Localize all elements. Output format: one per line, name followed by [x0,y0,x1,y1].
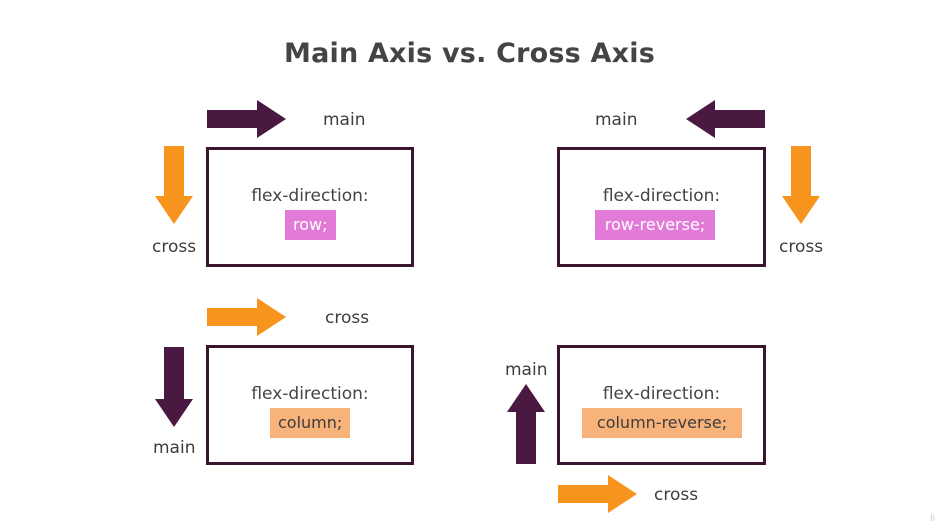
main-axis-arrow-left-icon [686,100,765,138]
main-axis-label: main [153,438,196,458]
watermark: li [929,514,935,524]
flex-direction-value: column-reverse; [582,408,742,438]
slide-title: Main Axis vs. Cross Axis [284,38,655,69]
main-axis-label: main [595,110,638,130]
flex-direction-label: flex-direction: [602,384,721,404]
cross-axis-arrow-down-icon [155,146,193,224]
flex-direction-label: flex-direction: [251,384,369,404]
flex-direction-value: column; [270,408,351,438]
flex-direction-value: row-reverse; [595,210,715,240]
main-axis-arrow-right-icon [207,100,286,138]
cross-axis-label: cross [325,308,370,328]
main-axis-arrow-up-icon [507,384,545,464]
flex-direction-label: flex-direction: [251,186,369,206]
flex-direction-value: row; [285,210,336,240]
cross-axis-label: cross [152,237,197,257]
cross-axis-label: cross [654,485,699,505]
flex-box-row-reverse: flex-direction: row-reverse; [557,147,766,267]
flex-box-column-reverse: flex-direction: column-reverse; [557,345,766,465]
main-axis-label: main [505,360,548,380]
flex-box-column: flex-direction: column; [206,345,414,465]
main-axis-label: main [323,110,366,130]
cross-axis-arrow-down-icon [782,146,820,224]
main-axis-arrow-down-icon [155,347,193,427]
cross-axis-arrow-right-icon [558,475,637,513]
cross-axis-label: cross [779,237,824,257]
flex-box-row: flex-direction: row; [206,147,414,267]
cross-axis-arrow-right-icon [207,298,286,336]
flex-direction-label: flex-direction: [602,186,721,206]
